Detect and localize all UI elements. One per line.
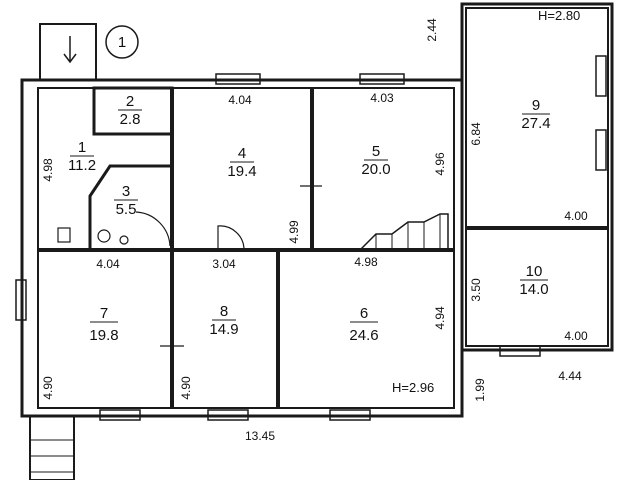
dimension-label: 4.90: [41, 376, 55, 400]
bathroom-fixtures: [57, 227, 129, 245]
dimension-label: 4.98: [354, 255, 378, 269]
ceiling-height-label: H=2.96: [392, 380, 434, 395]
room-area: 11.2: [68, 157, 96, 174]
interior-walls: [38, 86, 608, 408]
dimension-label: 4.94: [433, 306, 447, 330]
dimension-label: 3.04: [212, 257, 236, 271]
room-area: 24.6: [349, 327, 378, 344]
room-number: 8: [220, 303, 228, 320]
room-number: 3: [122, 183, 130, 200]
room-number: 9: [532, 97, 540, 114]
entrance-porch: [29, 23, 97, 480]
outer-walls: [20, 2, 614, 418]
room-area: 19.8: [89, 327, 118, 344]
room-number: 1: [78, 139, 86, 156]
room-number: 6: [360, 305, 368, 322]
doors: [135, 185, 322, 347]
windows: [15, 55, 607, 421]
dimension-label: 4.00: [564, 329, 588, 343]
dimension-labels: 2.44 4.04 4.03 4.98 4.96 4.99 6.84 4.00 …: [41, 18, 588, 443]
dimension-label: 6.84: [469, 122, 483, 146]
room-area: 27.4: [521, 115, 550, 132]
dimension-label: 4.44: [558, 369, 582, 383]
room-area: 14.9: [209, 321, 238, 338]
dimension-label: 4.04: [96, 257, 120, 271]
ceiling-height-label: H=2.80: [538, 8, 580, 23]
room-area: 19.4: [227, 163, 256, 180]
dimension-label: 3.50: [469, 278, 483, 302]
room-area: 5.5: [116, 201, 137, 218]
dimension-label: 4.96: [433, 152, 447, 176]
dimension-label: 4.04: [228, 93, 252, 107]
room-number: 5: [372, 143, 380, 160]
room-labels: 1 11.2 2 2.8 3 5.5 4 19.4 5 20.0 6 24.6 …: [68, 93, 551, 344]
room-number: 7: [100, 305, 108, 322]
dimension-label: 1.99: [473, 378, 487, 402]
dimension-label: 2.44: [425, 18, 439, 42]
dimension-label: 4.00: [564, 209, 588, 223]
room-area: 2.8: [120, 111, 141, 128]
header-marker-label: 1: [118, 34, 126, 51]
dimension-label: 4.99: [287, 220, 301, 244]
dimension-label: 4.03: [370, 91, 394, 105]
dimension-label: 13.45: [245, 429, 275, 443]
room-number: 2: [126, 93, 134, 110]
stair-block: [359, 213, 449, 251]
room-area: 20.0: [361, 161, 390, 178]
dimension-label: 4.90: [179, 376, 193, 400]
room-area: 14.0: [519, 281, 548, 298]
room-number: 10: [526, 263, 543, 280]
dimension-label: 4.98: [41, 158, 55, 182]
room-label-dividers: [70, 109, 550, 323]
header-marker-circle: [105, 25, 139, 59]
room-number: 4: [238, 145, 246, 162]
